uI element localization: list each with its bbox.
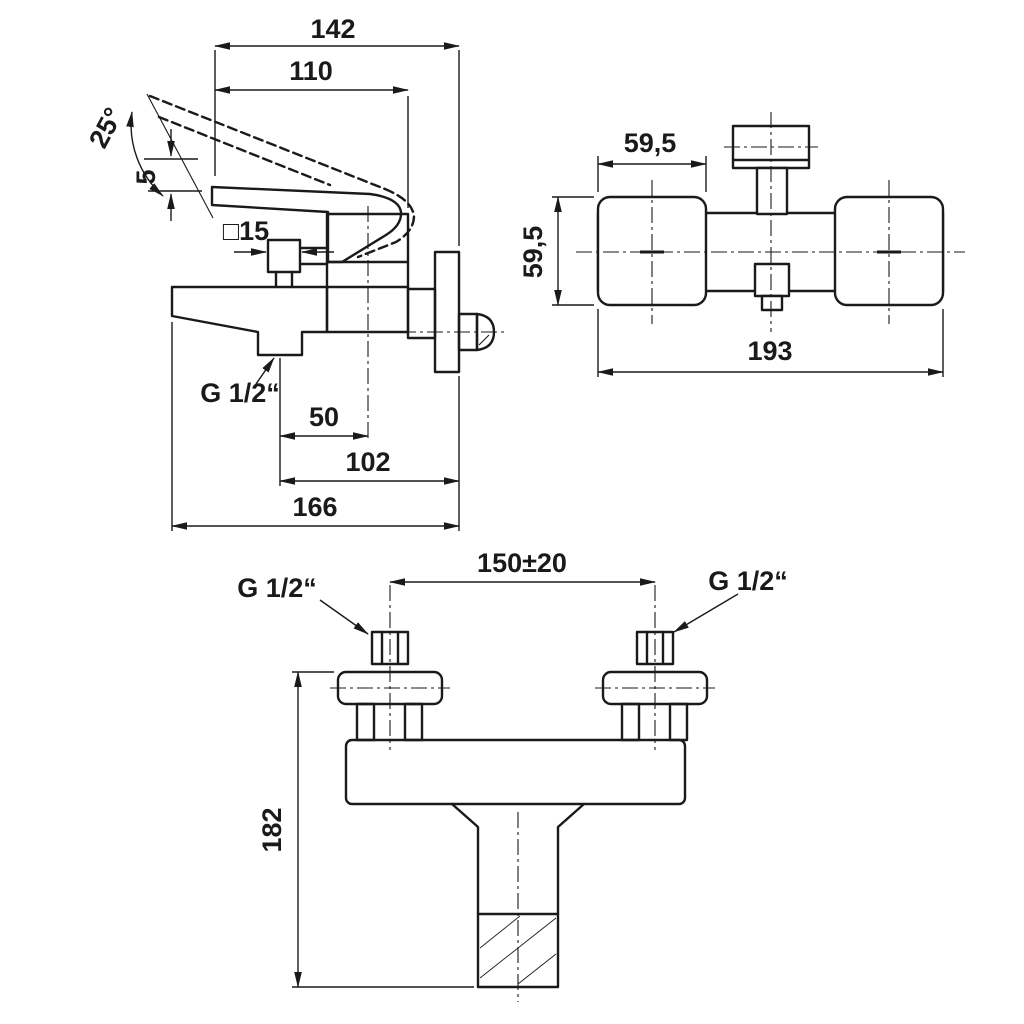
top-view-dimensions: 59,5 59,5 193	[518, 128, 944, 377]
side-view-dimensions: 142 110 25° 5 □15 G 1/2“ 50	[83, 14, 460, 531]
front-view-geometry	[330, 585, 715, 1002]
dim-overall-height-label: 182	[257, 807, 287, 852]
body-front	[344, 738, 687, 806]
dim-connection-centers-label: 150±20	[477, 548, 567, 578]
dim-overall-width-label: 193	[747, 336, 792, 366]
dim-handle-length-label: 110	[289, 56, 333, 86]
handle-raised-outline	[148, 94, 387, 191]
handle-stem	[755, 166, 789, 216]
front-view: 150±20 G 1/2“ G 1/2“ 182	[237, 548, 788, 1002]
dim-outlet-offset-label: 50	[309, 402, 339, 432]
wall-escutcheon	[433, 250, 461, 374]
dim-spout-reach-label: 102	[345, 447, 390, 477]
dim-overall-width-label: 142	[310, 14, 355, 44]
thread-label-left: G 1/2“	[237, 573, 317, 603]
dim-handle-lift-label: 5	[131, 169, 161, 184]
top-view-geometry	[576, 112, 965, 332]
top-view: 59,5 59,5 193	[518, 112, 965, 377]
diverter-knob	[266, 238, 302, 274]
front-view-dimensions: 150±20 G 1/2“ G 1/2“ 182	[237, 548, 788, 988]
dim-overall-depth-label: 166	[292, 492, 337, 522]
side-view: 142 110 25° 5 □15 G 1/2“ 50	[83, 14, 504, 531]
handle-lever	[210, 185, 403, 264]
thread-label-side: G 1/2“	[200, 378, 280, 408]
outlet-block	[753, 262, 791, 298]
side-view-geometry	[146, 93, 504, 440]
dim-escutcheon-height-label: 59,5	[518, 226, 548, 279]
thread-label-right: G 1/2“	[708, 566, 788, 596]
spout	[170, 285, 329, 357]
dim-square-section-label: □15	[223, 216, 269, 246]
dim-escutcheon-width-label: 59,5	[624, 128, 677, 158]
